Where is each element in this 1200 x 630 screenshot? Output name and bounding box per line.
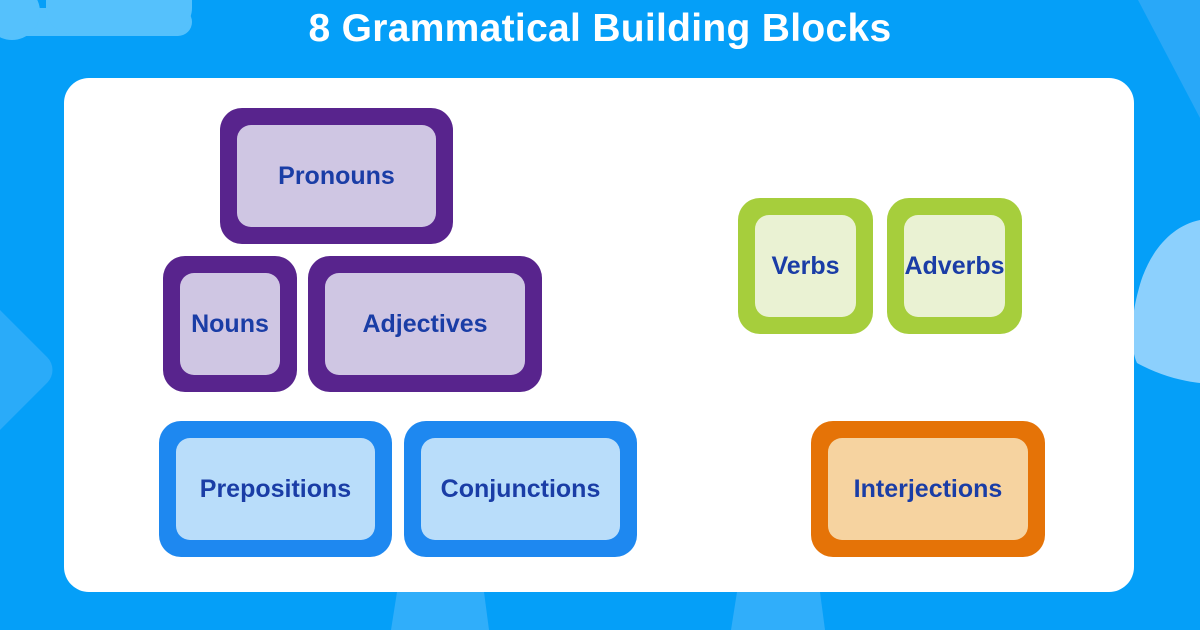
block-label: Verbs xyxy=(771,251,840,280)
block-interjections: Interjections xyxy=(811,421,1045,557)
block-label: Pronouns xyxy=(278,161,395,190)
diamond-shape xyxy=(0,302,53,438)
block-verbs-fill: Verbs xyxy=(755,215,856,317)
block-label: Conjunctions xyxy=(440,474,601,503)
block-pronouns-fill: Pronouns xyxy=(237,125,436,227)
block-conjunctions: Conjunctions xyxy=(404,421,637,557)
wedge-shape xyxy=(1138,0,1200,118)
block-prepositions-fill: Prepositions xyxy=(176,438,375,540)
cloud-shape xyxy=(0,0,192,40)
block-label: Adjectives xyxy=(362,309,488,338)
block-pronouns: Pronouns xyxy=(220,108,453,244)
content-card: Pronouns Nouns Adjectives Verbs Adverbs xyxy=(64,78,1134,592)
block-verbs: Verbs xyxy=(738,198,873,334)
block-nouns: Nouns xyxy=(163,256,297,392)
block-label: Interjections xyxy=(853,474,1003,503)
block-adverbs-fill: Adverbs xyxy=(904,215,1005,317)
block-prepositions: Prepositions xyxy=(159,421,392,557)
block-label: Adverbs xyxy=(904,251,1005,280)
leg-strip-left xyxy=(391,592,489,630)
block-nouns-fill: Nouns xyxy=(180,273,280,375)
page-title: 8 Grammatical Building Blocks xyxy=(308,7,892,50)
block-adjectives-fill: Adjectives xyxy=(325,273,525,375)
leg-strip-right xyxy=(731,592,825,630)
block-interjections-fill: Interjections xyxy=(828,438,1028,540)
block-label: Prepositions xyxy=(199,474,352,503)
block-label: Nouns xyxy=(191,309,269,338)
block-adjectives: Adjectives xyxy=(308,256,542,392)
block-conjunctions-fill: Conjunctions xyxy=(421,438,620,540)
block-adverbs: Adverbs xyxy=(887,198,1022,334)
crescent-shape xyxy=(1131,220,1200,383)
